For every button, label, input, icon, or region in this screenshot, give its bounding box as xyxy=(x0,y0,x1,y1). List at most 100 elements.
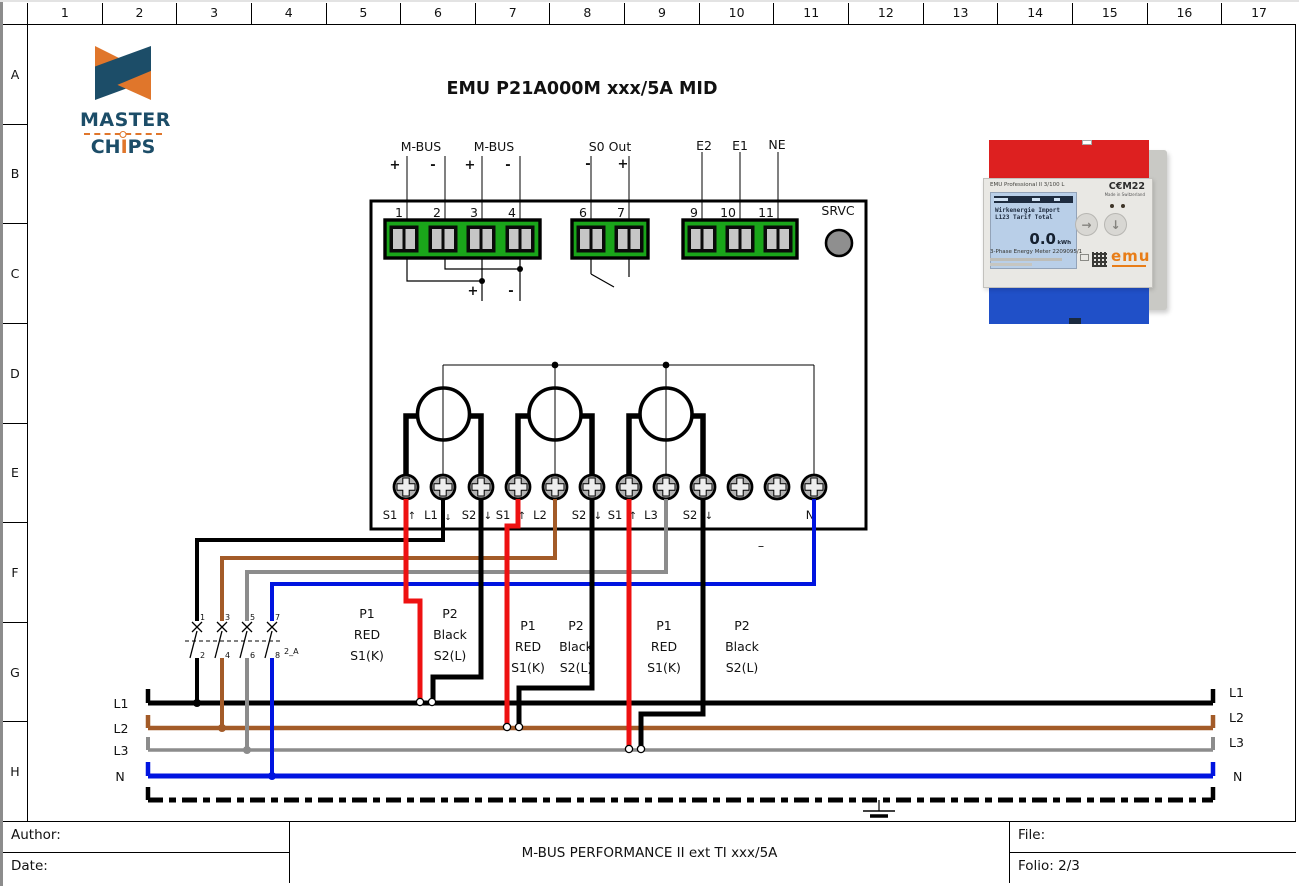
svg-text:1: 1 xyxy=(200,613,205,622)
sign-pin3: + xyxy=(465,158,476,173)
bus-label-l3-right: L3 xyxy=(1229,735,1244,750)
lcd-value: 0.0 xyxy=(1029,230,1056,248)
srvc-label: SRVC xyxy=(821,203,854,218)
grid-col-5: 5 xyxy=(327,3,402,24)
bus-label-l2-right: L2 xyxy=(1229,710,1244,725)
svg-text:↑: ↑ xyxy=(629,511,637,522)
label-e1: E1 xyxy=(732,138,748,153)
pin-number-6: 6 xyxy=(579,205,587,220)
page-edge xyxy=(0,0,3,886)
wire-s2-black-1 xyxy=(430,499,484,700)
logo-divider xyxy=(84,133,162,135)
grid-col-11: 11 xyxy=(774,3,850,24)
photo-meter-face: EMU Professional II 3/100 L C€M22 Made i… xyxy=(983,178,1153,288)
sign-pin4: - xyxy=(505,158,510,173)
folio-field: Folio: 2/3 xyxy=(1018,858,1080,874)
svg-text:S1: S1 xyxy=(383,508,398,522)
ct-red-wires xyxy=(403,499,632,748)
bus-labels: L1 L2 L3 N L1 L2 L3 N xyxy=(114,685,1244,784)
title-block: Author: Date: M-BUS PERFORMANCE II ext T… xyxy=(3,821,1296,883)
pin-number-11: 11 xyxy=(758,205,774,220)
author-field: Author: xyxy=(3,822,289,853)
svg-text:Black: Black xyxy=(559,639,594,654)
svg-text:S1: S1 xyxy=(496,508,511,522)
grid-col-4: 4 xyxy=(252,3,327,24)
srvc-button xyxy=(824,228,854,258)
junction-dot xyxy=(268,772,276,780)
grid-col-1: 1 xyxy=(28,3,103,24)
label-e2: E2 xyxy=(696,138,712,153)
emu-brand-logo: emu xyxy=(1111,247,1151,265)
svg-text:↓: ↓ xyxy=(594,511,602,522)
svg-text:RED: RED xyxy=(354,627,380,642)
lcd-line-1: Wirkenergie Import xyxy=(995,207,1061,214)
bus-label-n-left: N xyxy=(115,769,124,784)
mbus-jumper-minus: - xyxy=(508,284,513,299)
svg-text:4: 4 xyxy=(225,651,230,660)
svg-text:S1: S1 xyxy=(608,508,623,522)
junction-dot xyxy=(243,746,251,754)
pin-number-2: 2 xyxy=(433,205,441,220)
junction-dot xyxy=(662,361,670,369)
led-indicator xyxy=(1110,204,1114,208)
meter-product-photo: EMU Professional II 3/100 L C€M22 Made i… xyxy=(983,138,1175,325)
wire-s1-red-1 xyxy=(403,499,423,700)
breaker-tag: 2_A xyxy=(284,647,299,656)
svg-text:L2: L2 xyxy=(533,508,547,522)
info-icon xyxy=(1080,254,1089,261)
junction-dot xyxy=(517,266,523,272)
svg-text:P1: P1 xyxy=(520,618,536,633)
grid-row-h: H xyxy=(10,764,20,780)
svg-text:↑: ↑ xyxy=(518,511,526,522)
terminal-block-s0 xyxy=(570,218,650,260)
grid-col-14: 14 xyxy=(998,3,1073,24)
lcd-unit: kWh xyxy=(1057,240,1071,246)
screw-terminals xyxy=(392,473,828,501)
pin-leader-lines xyxy=(406,152,779,220)
screw-terminal-labels: S1 ↑ L1 ↓ S2 ↓ S1 ↑ L2 S2 ↓ S1 ↑ L3 S2 ↓… xyxy=(383,508,815,522)
svg-text:N: N xyxy=(806,508,815,522)
ce-mark: C€M22 xyxy=(1108,181,1145,192)
breaker-symbol xyxy=(185,621,283,659)
bus-label-l2-left: L2 xyxy=(114,721,129,736)
terminal-block-tariff xyxy=(681,218,799,260)
junction-dot xyxy=(551,361,559,369)
lcd-status-bar xyxy=(994,196,1073,203)
logo-bowtie-icon xyxy=(95,46,151,100)
bus-label-l1-right: L1 xyxy=(1229,685,1244,700)
grid-corner xyxy=(3,3,28,24)
grid-col-9: 9 xyxy=(625,3,700,24)
svg-text:6: 6 xyxy=(250,651,255,660)
wire-l3-tap xyxy=(245,499,668,621)
svg-text:↑: ↑ xyxy=(408,511,416,522)
svg-text:S2: S2 xyxy=(683,508,698,522)
label-mbus-2: M-BUS xyxy=(474,139,515,154)
grid-row-d: D xyxy=(3,324,27,424)
svg-text:L1: L1 xyxy=(424,508,438,522)
svg-text:S1(K): S1(K) xyxy=(511,660,545,675)
junction-dot xyxy=(193,699,201,707)
drawing-title: M-BUS PERFORMANCE II ext TI xxx/5A xyxy=(521,844,778,861)
svg-text:P2: P2 xyxy=(568,618,584,633)
grid-col-16: 16 xyxy=(1148,3,1223,24)
logo-word-master: MASTER xyxy=(80,109,171,131)
svg-text:3: 3 xyxy=(225,613,230,622)
svg-text:S2(L): S2(L) xyxy=(434,648,467,663)
page-title: EMU P21A000M xxx/5A MID xyxy=(447,79,718,99)
svg-text:S2: S2 xyxy=(462,508,477,522)
sign-pin6: - xyxy=(585,157,590,172)
wire-l2-tap xyxy=(220,499,557,621)
grid-col-12: 12 xyxy=(849,3,924,24)
wire-s2-black-2 xyxy=(516,499,595,726)
grid-col-13: 13 xyxy=(924,3,999,24)
wire-l1-tap xyxy=(195,499,445,621)
junction-dot xyxy=(218,724,226,732)
svg-text:2: 2 xyxy=(200,651,205,660)
svg-text:↓: ↓ xyxy=(445,513,452,522)
photo-blue-cap xyxy=(989,288,1149,324)
file-field: File: xyxy=(1010,822,1296,853)
pin-number-7: 7 xyxy=(617,205,625,220)
stray-dash: – xyxy=(758,538,764,553)
